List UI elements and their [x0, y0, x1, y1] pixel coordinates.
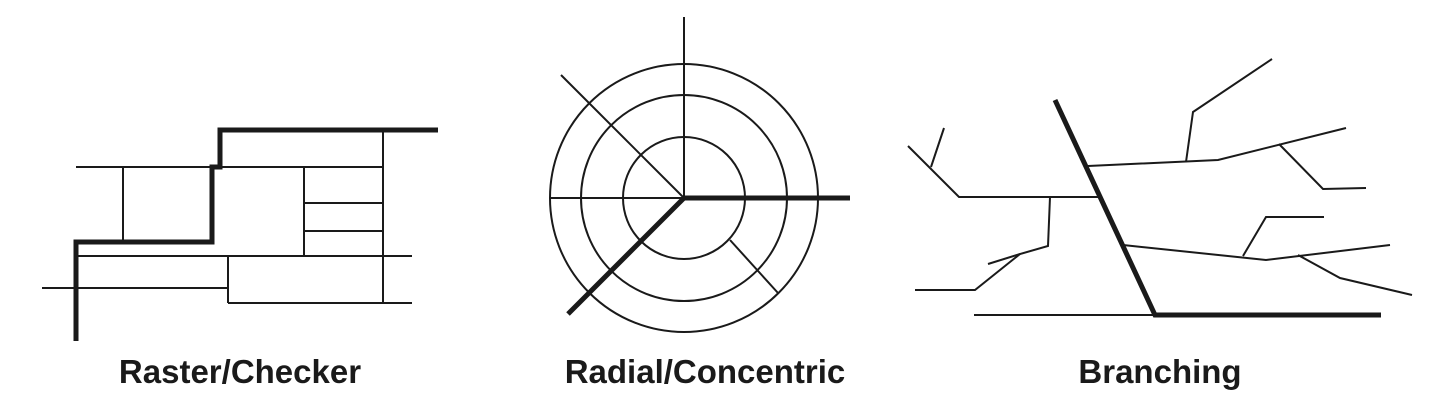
raster-checker-label: Raster/Checker	[118, 353, 362, 390]
radial-main-streets	[566, 195, 850, 316]
branching-thin-streets	[907, 58, 1413, 316]
branching-main-street	[1052, 98, 1381, 318]
raster-main-street	[73, 127, 438, 341]
radial-thin-spokes	[550, 17, 779, 294]
radial-concentric-label: Radial/Concentric	[564, 353, 846, 390]
raster-thin-streets	[42, 130, 412, 304]
branching-label: Branching	[1078, 353, 1242, 390]
